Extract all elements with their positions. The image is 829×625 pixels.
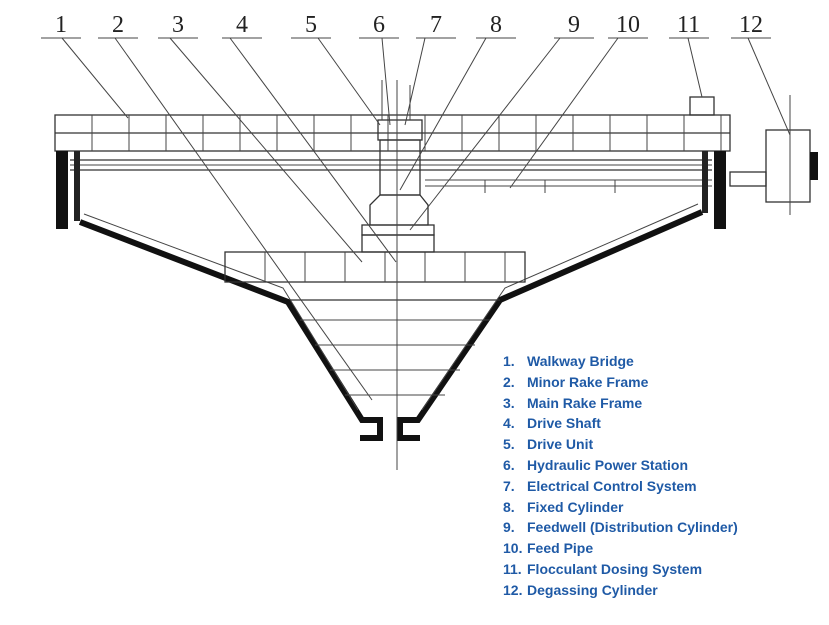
callout-6: 6	[373, 12, 385, 38]
legend-item: 6. Hydraulic Power Station	[503, 455, 738, 476]
legend-number: 2.	[503, 373, 515, 390]
legend-number: 8.	[503, 498, 515, 515]
legend-number: 11.	[503, 560, 522, 577]
rake-rails	[70, 159, 712, 193]
callout-12: 12	[739, 12, 763, 38]
legend-item: 2. Minor Rake Frame	[503, 372, 738, 393]
callout-7: 7	[430, 12, 442, 38]
legend-number: 3.	[503, 394, 515, 411]
callout-5: 5	[305, 12, 317, 38]
callout-8: 8	[490, 12, 502, 38]
legend-item: 8. Fixed Cylinder	[503, 497, 738, 518]
legend-item: 5. Drive Unit	[503, 434, 738, 455]
flocculant-dosing-box	[689, 96, 715, 116]
legend-item: 10.Feed Pipe	[503, 538, 738, 559]
legend-label: Fixed Cylinder	[527, 498, 624, 515]
tank-walls	[56, 151, 726, 441]
legend-label: Hydraulic Power Station	[527, 456, 689, 473]
legend-label: Flocculant Dosing System	[527, 560, 703, 577]
legend-item: 12.Degassing Cylinder	[503, 580, 738, 601]
legend-number: 5.	[503, 436, 515, 453]
legend-item: 3. Main Rake Frame	[503, 393, 738, 414]
legend-label: Degassing Cylinder	[527, 581, 658, 598]
legend-number: 4.	[503, 415, 515, 432]
legend-item: 7. Electrical Control System	[503, 476, 738, 497]
callout-4: 4	[236, 12, 248, 38]
legend-item: 11. Flocculant Dosing System	[503, 559, 738, 580]
rake-frame	[224, 251, 526, 396]
legend-label: Minor Rake Frame	[527, 373, 649, 390]
legend-number: 6.	[503, 456, 515, 473]
drive-column	[361, 80, 435, 470]
legend-number: 10.	[503, 540, 523, 557]
legend-label: Feedwell (Distribution Cylinder)	[527, 519, 738, 536]
callout-11: 11	[677, 12, 700, 38]
leader-lines	[61, 37, 791, 401]
legend-item: 4. Drive Shaft	[503, 413, 738, 434]
callout-2: 2	[112, 12, 124, 38]
legend-label: Walkway Bridge	[527, 353, 634, 369]
legend-number: 1.	[503, 353, 515, 369]
degassing-cylinder	[729, 95, 818, 215]
callout-1: 1	[55, 12, 67, 38]
legend-label: Electrical Control System	[527, 477, 697, 494]
legend-label: Drive Unit	[527, 436, 594, 453]
callout-9: 9	[568, 12, 580, 38]
legend-item: 9. Feedwell (Distribution Cylinder)	[503, 517, 738, 538]
legend-number: 12.	[503, 581, 523, 598]
legend-number: 7.	[503, 477, 515, 494]
legend-label: Drive Shaft	[527, 415, 601, 432]
legend-item: 1. Walkway Bridge	[503, 351, 738, 372]
legend-number: 9.	[503, 519, 515, 536]
legend: 1. Walkway Bridge 2. Minor Rake Frame 3. Main…	[503, 351, 738, 601]
legend-label: Main Rake Frame	[527, 394, 643, 411]
legend-label: Feed Pipe	[527, 540, 594, 557]
callout-10: 10	[616, 12, 640, 38]
callout-3: 3	[172, 12, 184, 38]
